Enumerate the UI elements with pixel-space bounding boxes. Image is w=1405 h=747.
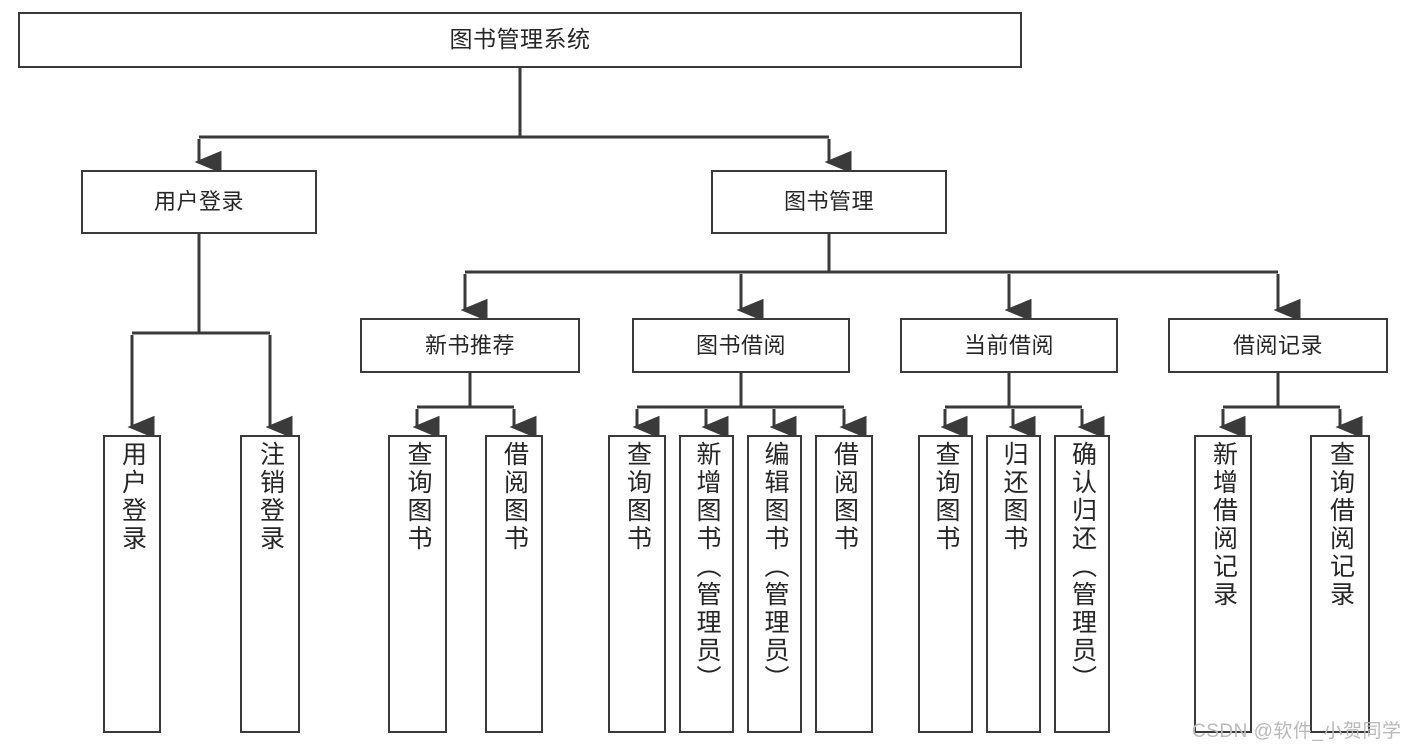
node-leaf-logout[interactable]: 注销登录	[240, 435, 300, 733]
watermark: CSDN @软件_小贺同学	[1192, 721, 1402, 742]
node-leaf-logout-label: 注销登录	[256, 441, 285, 553]
node-leaf-user-login[interactable]: 用户登录	[103, 435, 161, 733]
node-root-label: 图书管理系统	[449, 26, 591, 53]
node-leaf-user-login-label: 用户登录	[118, 441, 147, 553]
node-book-borrow-label: 图书借阅	[695, 332, 786, 358]
node-leaf-add-book[interactable]: 新增图书（管理员）	[679, 435, 734, 733]
node-leaf-query-record[interactable]: 查询借阅记录	[1310, 435, 1370, 733]
node-leaf-confirm-return-label: 确认归还（管理员）	[1068, 441, 1097, 693]
node-leaf-query-book-1[interactable]: 查询图书	[388, 435, 447, 733]
node-new-book-recommend[interactable]: 新书推荐	[360, 318, 580, 373]
node-leaf-query-record-label: 查询借阅记录	[1326, 441, 1355, 609]
node-user-login-label: 用户登录	[153, 189, 244, 215]
node-leaf-add-book-label: 新增图书（管理员）	[693, 441, 721, 693]
node-leaf-edit-book[interactable]: 编辑图书（管理员）	[747, 435, 802, 733]
node-leaf-query-book-1-label: 查询图书	[404, 441, 432, 553]
node-leaf-return-book[interactable]: 归还图书	[986, 435, 1041, 733]
node-book-manage-label: 图书管理	[783, 189, 874, 215]
node-leaf-query-book-3-label: 查询图书	[932, 441, 960, 553]
node-leaf-borrow-book-2[interactable]: 借阅图书	[815, 435, 873, 733]
node-borrow-record[interactable]: 借阅记录	[1168, 318, 1388, 373]
node-borrow-record-label: 借阅记录	[1232, 332, 1323, 358]
node-new-book-recommend-label: 新书推荐	[424, 332, 515, 358]
node-leaf-borrow-book-1-label: 借阅图书	[500, 441, 529, 553]
node-leaf-return-book-label: 归还图书	[1000, 441, 1028, 553]
node-leaf-add-record-label: 新增借阅记录	[1209, 441, 1238, 609]
node-book-manage[interactable]: 图书管理	[711, 170, 947, 234]
node-leaf-query-book-3[interactable]: 查询图书	[918, 435, 973, 733]
node-user-login[interactable]: 用户登录	[81, 170, 317, 234]
node-book-borrow[interactable]: 图书借阅	[632, 318, 850, 373]
node-leaf-query-book-2[interactable]: 查询图书	[608, 435, 666, 733]
node-leaf-borrow-book-1[interactable]: 借阅图书	[485, 435, 543, 733]
node-current-borrow[interactable]: 当前借阅	[900, 318, 1118, 373]
node-current-borrow-label: 当前借阅	[963, 332, 1054, 358]
node-leaf-edit-book-label: 编辑图书（管理员）	[761, 441, 789, 693]
node-leaf-confirm-return[interactable]: 确认归还（管理员）	[1054, 435, 1110, 733]
node-leaf-borrow-book-2-label: 借阅图书	[830, 441, 859, 553]
node-leaf-add-record[interactable]: 新增借阅记录	[1194, 435, 1252, 733]
node-root[interactable]: 图书管理系统	[18, 12, 1022, 68]
node-leaf-query-book-2-label: 查询图书	[623, 441, 652, 553]
